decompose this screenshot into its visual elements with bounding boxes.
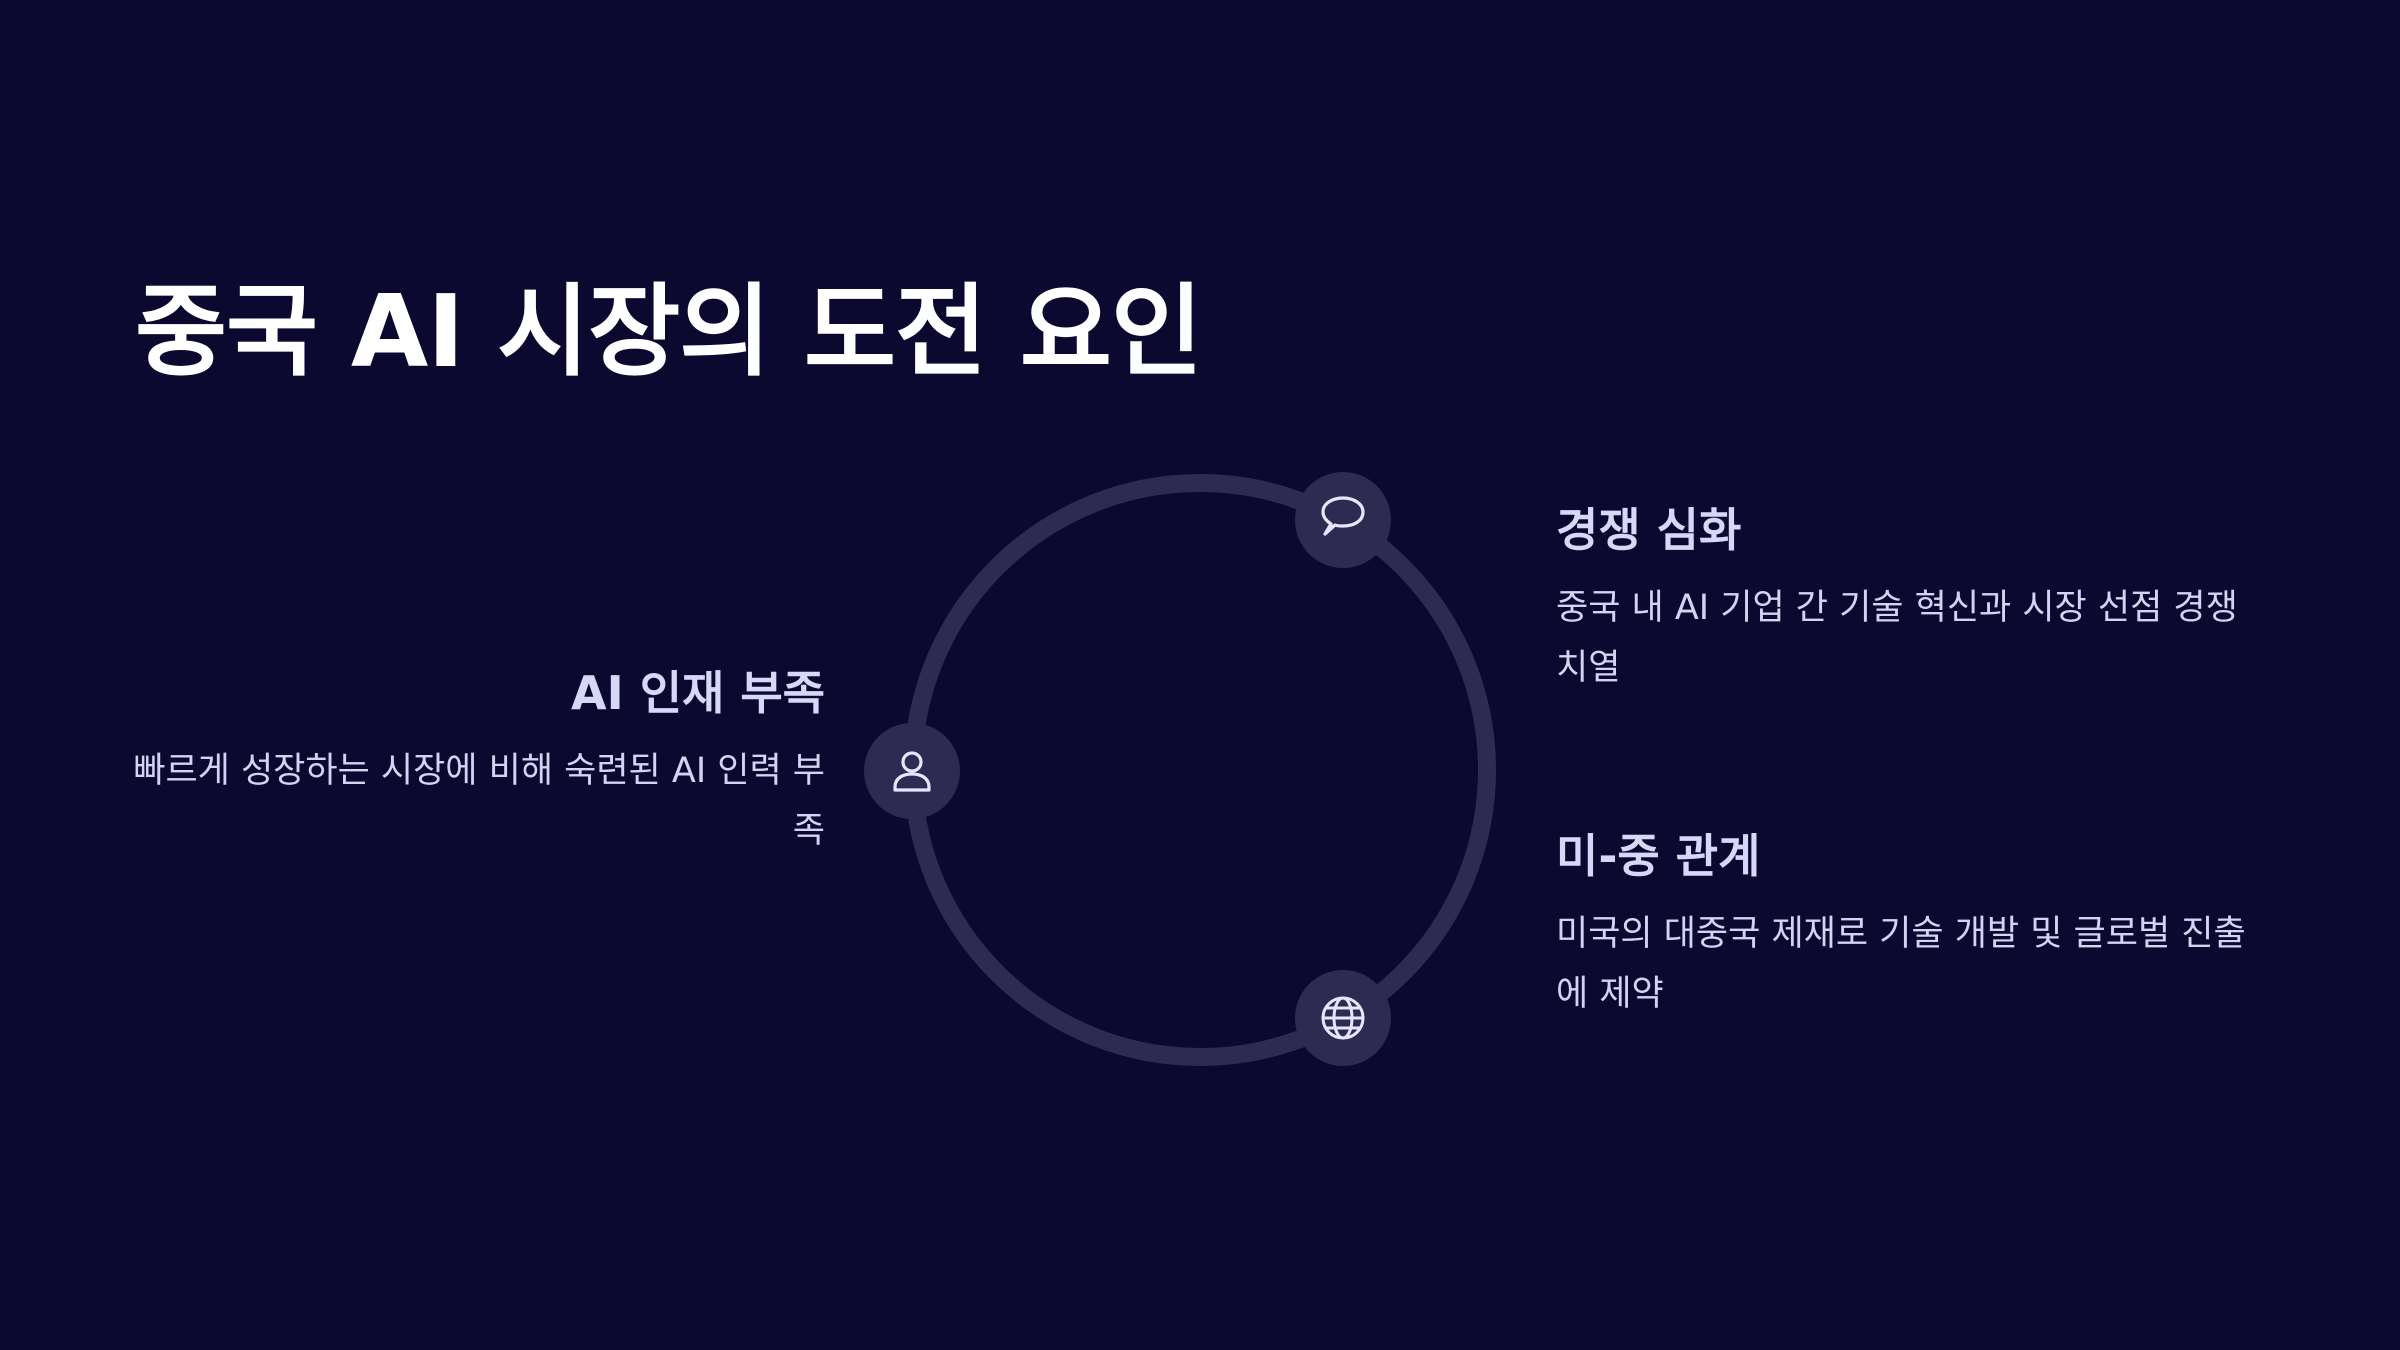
person-icon [893, 751, 931, 792]
node-competition [1295, 472, 1391, 568]
item-heading: 경쟁 심화 [1556, 503, 1742, 557]
item-text: 빠르게 성장하는 시장에 비해 숙련된 AI 인력 부족 [133, 751, 825, 851]
speech-bubble-icon [1321, 496, 1365, 536]
cycle-ring [904, 474, 1496, 1066]
item-heading: 미-중 관계 [1556, 829, 1761, 883]
item-text: 미국의 대중국 제재로 기술 개발 및 글로벌 진출에 제약 [1556, 914, 2246, 1014]
item-competition: 경쟁 심화 중국 내 AI 기업 간 기술 혁신과 시장 선점 경쟁 치열 [1556, 500, 2276, 698]
globe-icon [1321, 996, 1365, 1040]
item-text: 중국 내 AI 기업 간 기술 혁신과 시장 선점 경쟁 치열 [1556, 588, 2238, 688]
item-talent: AI 인재 부족 빠르게 성장하는 시장에 비해 숙련된 AI 인력 부족 [120, 663, 825, 861]
item-heading: AI 인재 부족 [570, 666, 825, 720]
item-us-china: 미-중 관계 미국의 대중국 제재로 기술 개발 및 글로벌 진출에 제약 [1556, 826, 2276, 1024]
page-title: 중국 AI 시장의 도전 요인 [135, 273, 1203, 390]
